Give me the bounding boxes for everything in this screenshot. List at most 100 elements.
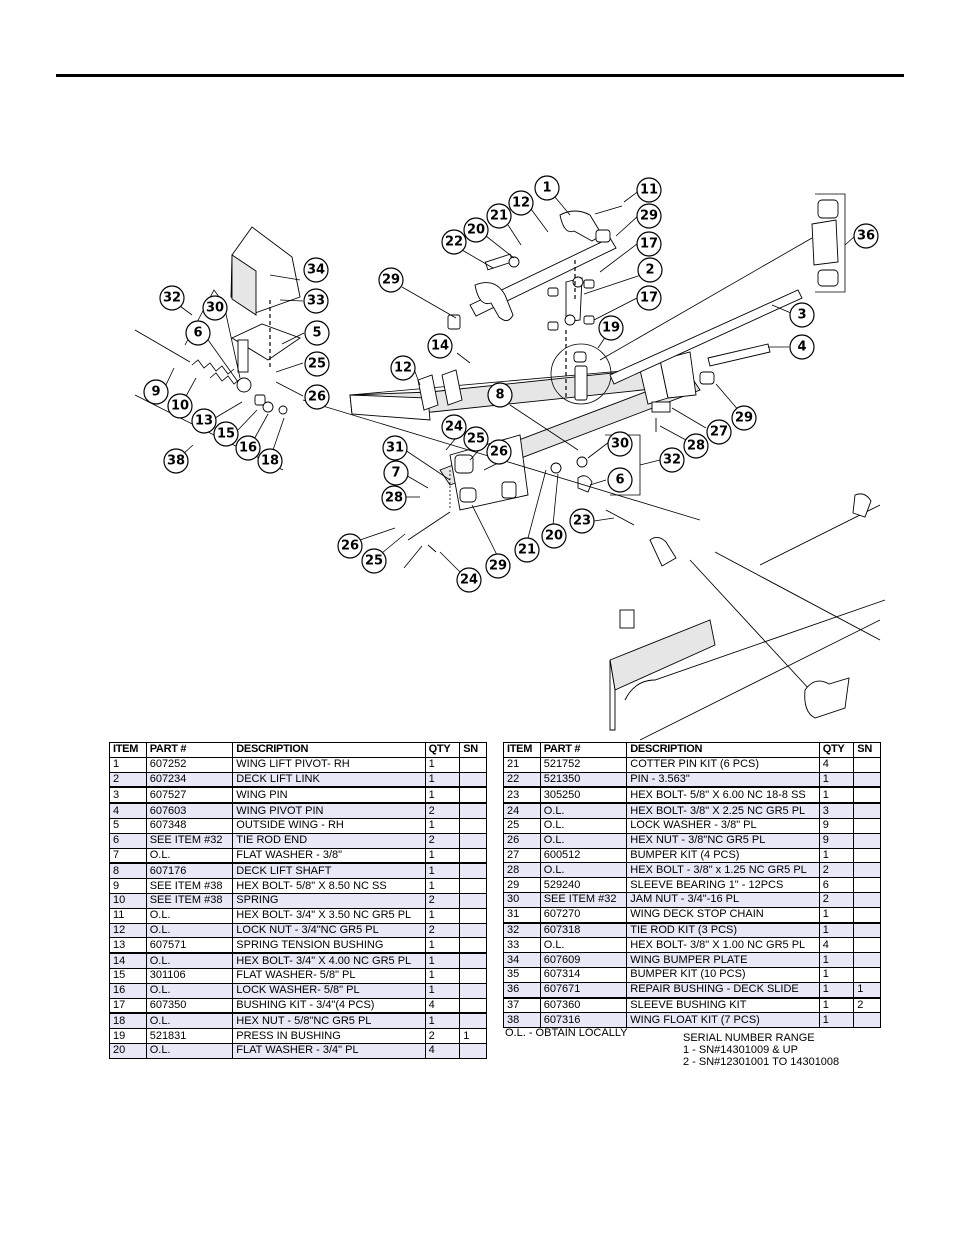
cell-sn <box>459 907 487 924</box>
cell-qty: 1 <box>818 1012 855 1029</box>
callout-23: 23 <box>569 508 595 534</box>
callout-36: 36 <box>853 223 879 249</box>
cell-sn <box>459 817 487 834</box>
callout-25a: 25 <box>304 351 330 377</box>
table-header-row: ITEM PART # DESCRIPTION QTY SN <box>503 742 881 758</box>
cell-part: O.L. <box>145 1012 234 1030</box>
callout-15: 15 <box>213 421 239 447</box>
cell-qty: 1 <box>424 937 461 955</box>
cell-item: 27 <box>503 847 541 864</box>
callout-17b: 17 <box>636 285 662 311</box>
svg-text:3: 3 <box>797 308 806 323</box>
cell-item: 24 <box>503 802 541 819</box>
header-qty: QTY <box>818 742 855 758</box>
cell-sn <box>853 847 881 864</box>
cell-qty: 1 <box>818 981 855 999</box>
header-item: ITEM <box>109 742 147 758</box>
cell-item: 15 <box>109 967 147 984</box>
cell-description: TIE ROD KIT (3 PCS) <box>626 922 820 939</box>
cell-part: 607603 <box>145 802 234 819</box>
cell-part: O.L. <box>145 952 234 969</box>
svg-text:27: 27 <box>710 425 728 440</box>
cell-description: COTTER PIN KIT (6 PCS) <box>626 756 820 773</box>
cell-item: 16 <box>109 982 147 999</box>
cell-qty: 1 <box>818 966 855 983</box>
cell-qty: 2 <box>424 892 461 909</box>
svg-text:21: 21 <box>490 209 508 224</box>
svg-text:33: 33 <box>307 294 325 309</box>
header-part: PART # <box>539 742 628 758</box>
cell-sn <box>459 832 487 849</box>
cell-qty: 2 <box>424 802 461 819</box>
svg-text:38: 38 <box>167 454 185 469</box>
cell-description: DECK LIFT SHAFT <box>232 862 426 880</box>
cell-part: O.L. <box>539 832 628 849</box>
callout-38: 38 <box>163 448 189 474</box>
cell-description: HEX BOLT- 3/8" X 2.25 NC GR5 PL <box>626 802 820 819</box>
cell-part: 607314 <box>539 966 628 983</box>
cell-item: 3 <box>109 786 147 805</box>
svg-text:5: 5 <box>312 326 321 341</box>
cell-description: WING FLOAT KIT (7 PCS) <box>626 1012 820 1029</box>
callout-6b: 6 <box>607 467 633 493</box>
callout-26b: 26 <box>486 439 512 465</box>
svg-text:25: 25 <box>467 432 485 447</box>
callout-21b: 21 <box>514 537 540 563</box>
cell-item: 7 <box>109 847 147 865</box>
cell-sn <box>853 952 881 968</box>
header-rule <box>56 74 904 77</box>
cell-item: 22 <box>503 771 541 789</box>
cell-qty: 6 <box>818 877 855 893</box>
cell-sn <box>853 891 881 908</box>
cell-sn <box>853 832 881 849</box>
svg-text:28: 28 <box>385 491 403 506</box>
callout-24b: 24 <box>456 567 482 593</box>
cell-description: PRESS IN BUSHING <box>232 1028 426 1044</box>
wing-bumper-plate <box>230 226 301 373</box>
cell-part: O.L. <box>145 922 234 939</box>
cell-sn <box>459 771 487 789</box>
deck-lift-link <box>547 260 595 400</box>
cell-part: 607234 <box>145 771 234 789</box>
serial-range-title: SERIAL NUMBER RANGE <box>683 1032 815 1044</box>
cell-description: HEX BOLT- 5/8" X 8.50 NC SS <box>232 878 426 894</box>
header-description: DESCRIPTION <box>626 742 820 758</box>
svg-text:1: 1 <box>542 181 551 196</box>
svg-text:12: 12 <box>394 361 412 376</box>
svg-text:30: 30 <box>206 301 224 316</box>
cell-description: HEX NUT - 5/8"NC GR5 PL <box>232 1012 426 1030</box>
callout-13: 13 <box>191 408 217 434</box>
cell-sn <box>459 967 487 984</box>
svg-text:12: 12 <box>512 196 530 211</box>
cell-item: 11 <box>109 907 147 924</box>
svg-text:17: 17 <box>640 237 658 252</box>
cell-sn <box>853 862 881 879</box>
cell-part: 521831 <box>145 1028 234 1044</box>
cell-part: SEE ITEM #32 <box>145 832 234 849</box>
cell-qty: 1 <box>424 756 461 773</box>
callout-30a: 30 <box>202 295 228 321</box>
cell-description: FLAT WASHER - 3/4" PL <box>232 1042 426 1059</box>
obtain-locally-note: O.L. - OBTAIN LOCALLY <box>505 1027 628 1039</box>
cell-qty: 1 <box>818 771 855 789</box>
svg-text:28: 28 <box>687 439 705 454</box>
svg-text:8: 8 <box>495 388 504 403</box>
header-sn: SN <box>459 742 487 758</box>
cell-item: 18 <box>109 1012 147 1030</box>
callout-10: 10 <box>167 393 193 419</box>
cell-sn <box>853 756 881 773</box>
svg-text:29: 29 <box>382 273 400 288</box>
callout-27: 27 <box>706 419 732 445</box>
cell-qty: 2 <box>818 862 855 879</box>
cell-sn <box>459 982 487 999</box>
callout-31: 31 <box>382 435 408 461</box>
